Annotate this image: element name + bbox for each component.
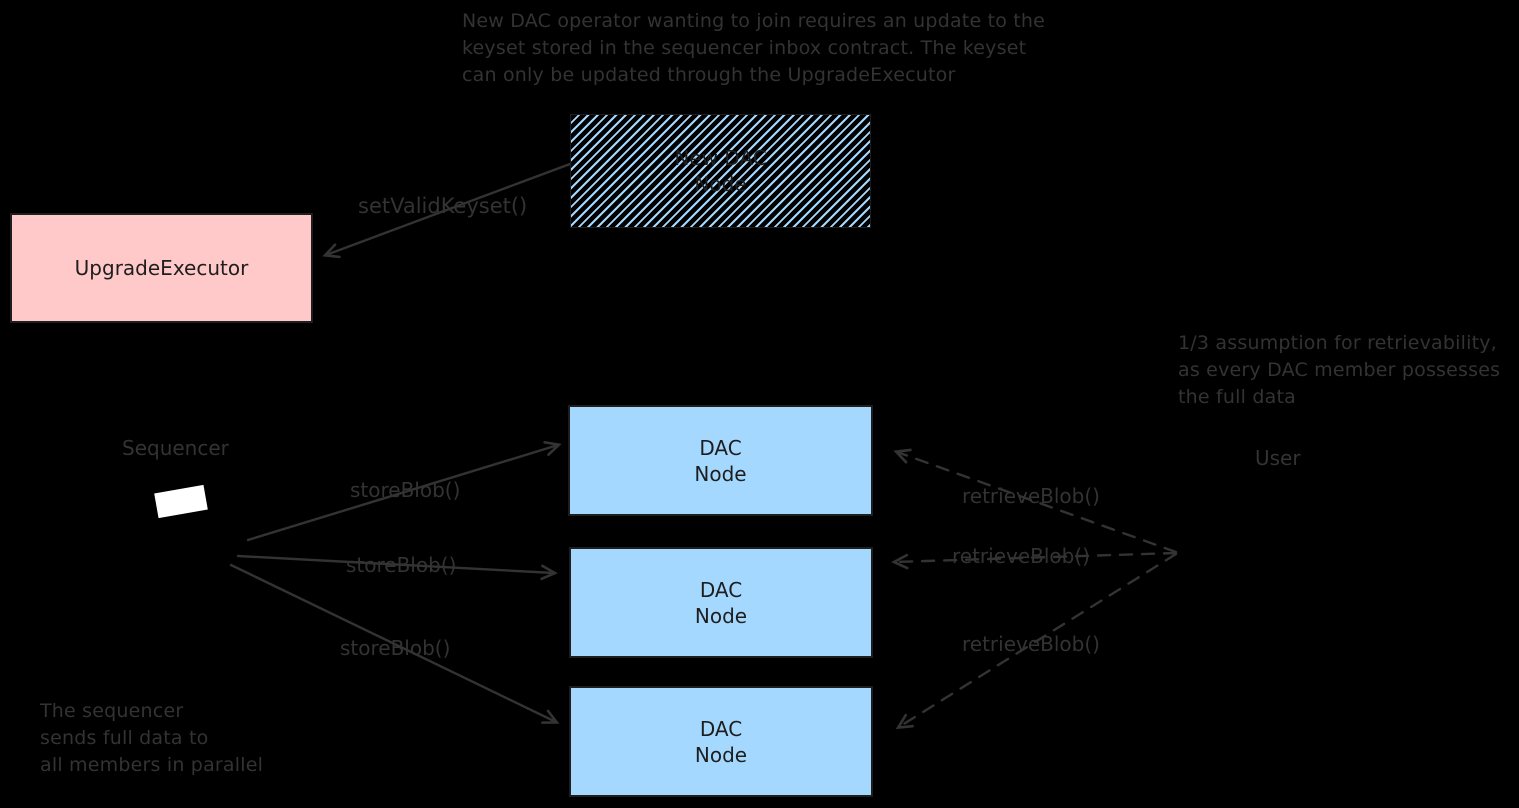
dac-node-box-2: DAC Node (569, 547, 873, 658)
edge-label-store-blob-3: storeBlob() (340, 636, 451, 660)
edge-label-set-valid-keyset: setValidKeyset() (358, 194, 528, 218)
upgrade-executor-label: UpgradeExecutor (74, 256, 249, 280)
new-dac-node-box: New DAC Node (570, 114, 871, 228)
dac-node-box-3: DAC Node (569, 686, 873, 797)
user-label: User (1255, 446, 1301, 470)
edge-label-retrieve-blob-2: retrieveBlob() (952, 544, 1090, 568)
edge-label-store-blob-2: storeBlob() (346, 553, 457, 577)
edge-label-retrieve-blob-3: retrieveBlob() (962, 632, 1100, 656)
note-keyset-update: New DAC operator wanting to join require… (462, 10, 1046, 86)
upgrade-executor-box: UpgradeExecutor (10, 213, 313, 323)
sequencer-shape (154, 484, 208, 519)
dac-node-label-2: DAC Node (694, 577, 748, 628)
edge-label-retrieve-blob-1: retrieveBlob() (962, 484, 1100, 508)
note-sequencer-parallel: The sequencer sends full data to all mem… (40, 700, 264, 776)
sequencer-label: Sequencer (122, 436, 229, 460)
dac-node-box-1: DAC Node (568, 405, 873, 516)
dac-node-label-1: DAC Node (694, 435, 747, 486)
new-dac-node-label: New DAC Node (674, 146, 767, 196)
edge-label-store-blob-1: storeBlob() (350, 478, 461, 502)
dac-node-label-3: DAC Node (694, 716, 748, 767)
note-retrievability-assumption: 1/3 assumption for retrievability, as ev… (1178, 332, 1501, 408)
